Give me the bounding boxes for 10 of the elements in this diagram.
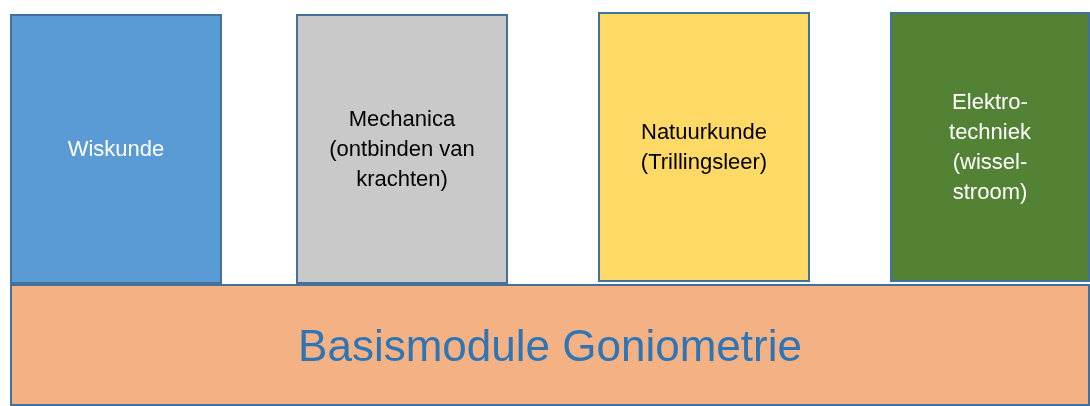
subject-label: Mechanica (ontbinden van krachten): [328, 105, 476, 193]
subject-label: Natuurkunde (Trillingsleer): [639, 118, 769, 176]
subject-label: Elektro- techniek (wissel- stroom): [948, 88, 1032, 206]
subject-box: [296, 14, 508, 284]
base-module-band: [10, 284, 1090, 406]
subject-label: Wiskunde: [67, 135, 165, 163]
subject-box: [598, 12, 810, 282]
module-title: Basismodule Goniometrie: [298, 319, 802, 372]
subject-box: [890, 12, 1090, 282]
subject-box: [10, 14, 222, 284]
